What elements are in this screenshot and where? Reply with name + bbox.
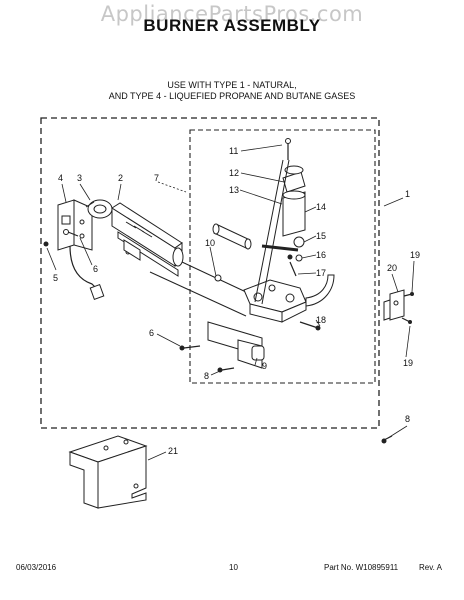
callout-7: 7 xyxy=(154,173,159,183)
watermark: AppliancePartsPros.com xyxy=(100,2,364,26)
igniter-bracket xyxy=(57,199,93,251)
footer-date: 06/03/2016 xyxy=(16,563,57,572)
bracket-20 xyxy=(383,289,405,321)
igniter-wire xyxy=(69,245,99,291)
callout-10: 10 xyxy=(205,238,215,248)
screw-5 xyxy=(43,241,49,247)
subtitle-line-2: AND TYPE 4 - LIQUEFIED PROPANE AND BUTAN… xyxy=(108,91,356,101)
fitting-10 xyxy=(214,274,222,282)
igniter xyxy=(85,199,113,219)
callout-8-center: 8 xyxy=(204,371,209,381)
callout-17: 17 xyxy=(316,268,326,278)
callout-16: 16 xyxy=(316,250,326,260)
callout-11: 11 xyxy=(229,146,238,156)
callout-14: 14 xyxy=(316,202,326,212)
callout-5: 5 xyxy=(53,273,58,283)
callout-19-top: 19 xyxy=(410,250,420,260)
callout-18: 18 xyxy=(316,315,326,325)
callout-21: 21 xyxy=(168,446,178,456)
pilot-tube xyxy=(212,223,252,250)
callout-2: 2 xyxy=(118,173,123,183)
leader-lines xyxy=(46,144,415,461)
callout-13: 13 xyxy=(229,185,239,195)
callout-12: 12 xyxy=(229,168,239,178)
outer-dashed-frame xyxy=(40,117,380,429)
bracket-21 xyxy=(68,435,148,509)
callout-3: 3 xyxy=(77,173,82,183)
burner-tube xyxy=(111,202,184,277)
footer-revision: Rev. A xyxy=(419,563,442,572)
callout-9: 9 xyxy=(262,361,267,371)
callout-8-right: 8 xyxy=(405,414,410,424)
footer-part-number: Part No. W10895911 xyxy=(324,563,399,572)
callout-6-left: 6 xyxy=(93,264,98,274)
page-title: BURNER ASSEMBLY xyxy=(143,16,321,35)
subtitle-line-1: USE WITH TYPE 1 - NATURAL, xyxy=(167,80,297,90)
callout-19-bottom: 19 xyxy=(403,358,413,368)
footer-page-number: 10 xyxy=(229,563,238,572)
callout-15: 15 xyxy=(316,231,326,241)
valve-coil xyxy=(282,165,306,262)
callout-1: 1 xyxy=(405,189,410,199)
mounting-bracket xyxy=(207,321,265,369)
inner-dashed-frame xyxy=(189,129,376,384)
callout-20: 20 xyxy=(387,263,397,273)
callout-4: 4 xyxy=(58,173,63,183)
igniter-plug xyxy=(89,284,105,300)
gas-valve xyxy=(243,274,335,323)
callout-6-center: 6 xyxy=(149,328,154,338)
callout-labels: 4 3 2 7 1 11 12 13 14 15 16 17 18 10 5 6… xyxy=(53,146,420,456)
